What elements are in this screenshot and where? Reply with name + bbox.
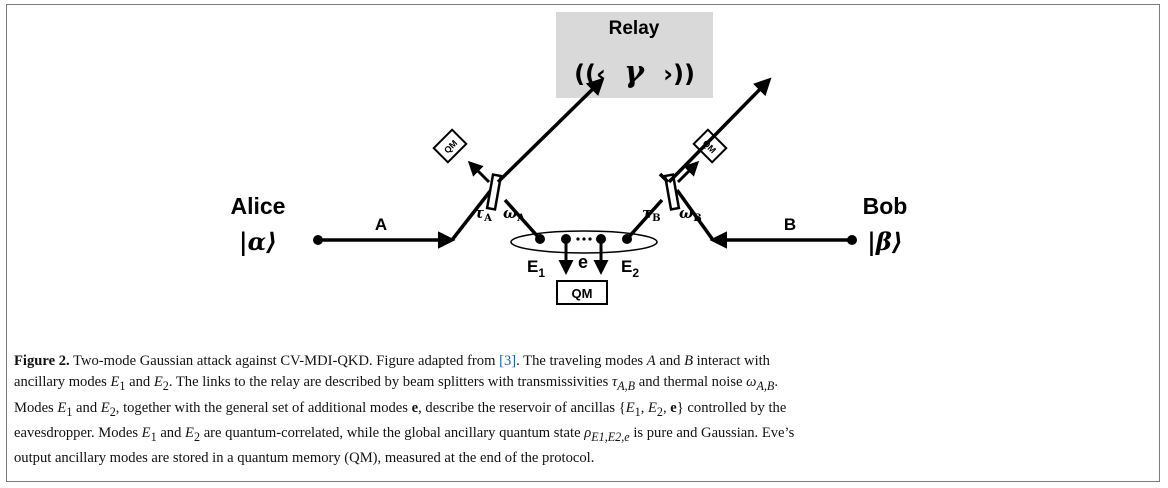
alice-label: Alice: [231, 193, 286, 219]
alice-to-bs: [450, 188, 493, 242]
bs-a-to-relay: [496, 77, 605, 184]
figure-frame: [6, 4, 1160, 482]
caption-line-3: Modes E1 and E2, together with the gener…: [14, 399, 787, 419]
caption-line-5: output ancillary modes are stored in a q…: [14, 450, 595, 467]
bs-b-to-qm: [676, 160, 700, 184]
e1-label: E1: [527, 257, 545, 280]
qm-right-box: [692, 128, 728, 164]
mode-b-label: B: [784, 215, 796, 234]
bob-state: |β⟩: [867, 227, 903, 256]
ancilla-ellipse: [510, 230, 658, 254]
mode-a-label: A: [375, 215, 387, 234]
e1-node: [535, 234, 545, 244]
qm-bottom-label: QM: [572, 286, 593, 301]
caption-line-2: ancillary modes E1 and E2. The links to …: [14, 374, 778, 394]
e-node-left: [561, 234, 571, 244]
relay-label: Relay: [609, 18, 660, 39]
qm-bottom-box: [556, 280, 608, 305]
qm-left-box: [432, 128, 468, 164]
figure-label: Figure 2.: [14, 353, 70, 369]
dots-2: [582, 237, 586, 241]
relay-waves-left: ((‹: [574, 60, 606, 88]
tau-a: τA: [474, 204, 492, 224]
bob-to-bs: [675, 188, 715, 242]
bs-b-to-relay: [658, 172, 670, 184]
dots-1: [576, 237, 580, 241]
e-node-right: [596, 234, 606, 244]
e1-to-bs-a: [503, 198, 542, 241]
citation-link[interactable]: 3: [503, 353, 512, 369]
relay-waves-right: ›)): [663, 60, 695, 88]
beam-splitter-a: [485, 173, 503, 211]
e-mode-label: e: [578, 252, 588, 272]
e2-node: [622, 234, 632, 244]
attack-diagram: Relay ((‹ γ ›)) Alice |α⟩ A QM τA ωA QM …: [231, 12, 908, 305]
tau-b: τB: [642, 204, 661, 224]
bs-b-to-relay-arrow-visible-final: [667, 77, 772, 184]
relay-gamma: γ: [624, 55, 645, 90]
e2-to-bs-b: [625, 198, 664, 241]
relay-box: [556, 12, 713, 98]
alice-state: |α⟩: [239, 227, 277, 256]
bob-label: Bob: [863, 193, 908, 219]
figure-caption: Figure 2. Two-mode Gaussian attack again…: [14, 351, 1154, 470]
caption-line-4: eavesdropper. Modes E1 and E2 are quantu…: [14, 425, 795, 444]
caption-line-1: Figure 2. Two-mode Gaussian attack again…: [14, 353, 770, 369]
e2-label: E2: [621, 257, 639, 280]
bs-a-to-qm: [467, 160, 491, 184]
dots-3: [588, 237, 592, 241]
